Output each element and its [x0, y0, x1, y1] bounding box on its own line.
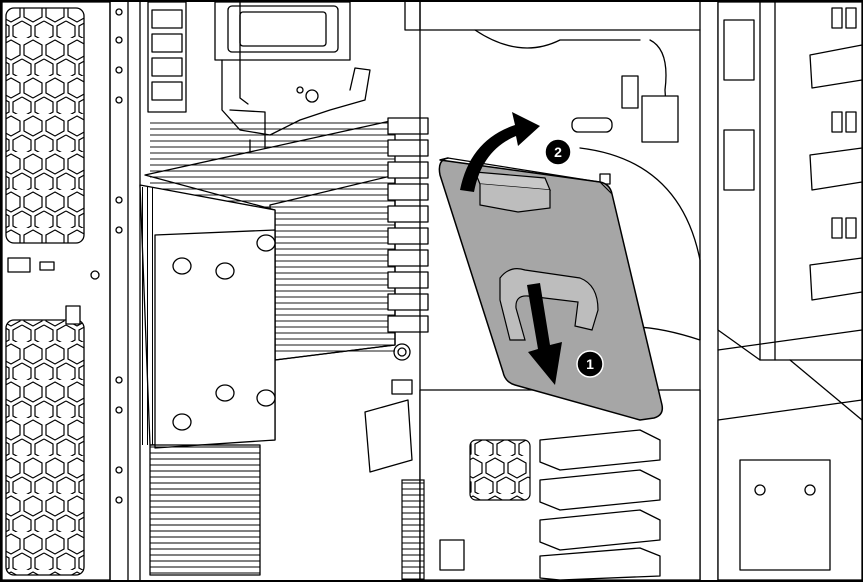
callout-1: 1 [576, 350, 604, 378]
callout-2: 2 [544, 138, 572, 166]
dimm-latches [387, 117, 429, 333]
pull-down-arrow [527, 283, 562, 385]
heatsink [139, 184, 276, 576]
processor-socket [214, 1, 371, 161]
drive-bays [717, 1, 863, 581]
lower-hex-vent [5, 319, 85, 576]
heatsink-screws [172, 234, 276, 431]
callout-2-number: 2 [554, 144, 562, 160]
drive-cage-connectors [539, 429, 661, 581]
top-connectors [147, 1, 187, 113]
front-bezel [1, 1, 141, 581]
sd-card [364, 379, 425, 581]
lower-board [419, 389, 701, 581]
access-panel-highlight [438, 157, 664, 421]
upper-hex-vent [5, 7, 85, 244]
rotate-arrow [460, 112, 540, 192]
callout-1-number: 1 [586, 356, 594, 372]
drive-carrier-handles [809, 44, 863, 301]
